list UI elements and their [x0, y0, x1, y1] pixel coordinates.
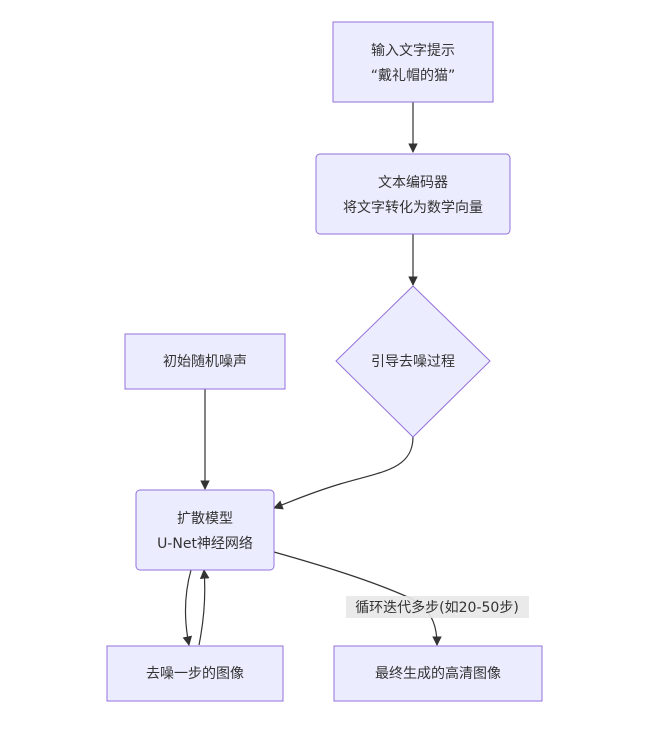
edge-c-to-e	[273, 436, 414, 510]
node-diffusion-model-box	[135, 489, 275, 571]
node-text-encoder[interactable]: 文本编码器 将文字转化为数学向量	[315, 153, 511, 235]
node-guide-denoise[interactable]: 引导去噪过程	[335, 285, 491, 438]
node-text-encoder-line2: 将文字转化为数学向量	[343, 200, 483, 216]
node-guide-denoise-label: 引导去噪过程	[371, 354, 455, 370]
node-denoised-step-label: 去噪一步的图像	[146, 666, 244, 682]
node-input-prompt-line2: “戴礼帽的猫”	[371, 68, 456, 84]
node-input-prompt-line1: 输入文字提示	[371, 43, 455, 59]
node-denoised-step[interactable]: 去噪一步的图像	[106, 645, 284, 702]
edge-label-loop: 循环迭代多步(如20-50步)	[346, 596, 529, 618]
node-initial-noise-label: 初始随机噪声	[163, 353, 247, 370]
edge-label-loop-text: 循环迭代多步(如20-50步)	[355, 599, 519, 616]
node-diffusion-model-line2: U-Net神经网络	[157, 536, 253, 552]
node-input-prompt[interactable]: 输入文字提示 “戴礼帽的猫”	[332, 21, 494, 103]
edge-e-to-f	[182, 569, 193, 646]
node-final-image-box	[333, 645, 543, 702]
node-denoised-step-box	[106, 645, 284, 702]
edge-label-background	[346, 596, 529, 618]
edges	[182, 102, 442, 646]
node-text-encoder-line1: 文本编码器	[378, 175, 448, 191]
node-initial-noise[interactable]: 初始随机噪声	[124, 333, 286, 390]
node-final-image-label: 最终生成的高清图像	[375, 665, 501, 682]
node-initial-noise-box	[124, 333, 286, 390]
node-text-encoder-box	[315, 153, 511, 235]
node-guide-denoise-diamond	[335, 285, 491, 438]
node-diffusion-model[interactable]: 扩散模型 U-Net神经网络	[135, 489, 275, 571]
edge-e-to-g	[273, 551, 442, 646]
edge-f-to-e	[198, 569, 210, 646]
node-final-image[interactable]: 最终生成的高清图像	[333, 645, 543, 702]
node-input-prompt-box	[332, 21, 494, 103]
node-diffusion-model-line1: 扩散模型	[177, 511, 233, 527]
